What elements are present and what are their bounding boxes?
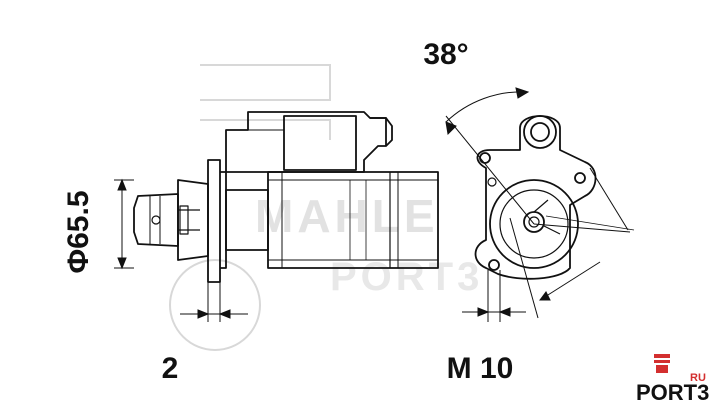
front-view [474, 115, 597, 280]
front-flange-outline [474, 115, 597, 280]
watermark-port3: PORT3 [330, 255, 483, 299]
piston-icon [654, 354, 670, 373]
diameter-label: Φ65.5 [62, 190, 95, 273]
pinion-gear [133, 193, 200, 247]
teeth-label: 2 [162, 352, 179, 385]
brand-name: PORT3 [636, 380, 709, 405]
side-view [133, 111, 439, 283]
watermark [169, 64, 331, 351]
thread-dimension [462, 270, 526, 322]
brand-tld: RU [690, 372, 706, 384]
angle-label: 38° [423, 38, 468, 71]
angle-dimension [445, 87, 635, 319]
thread-label: M 10 [447, 352, 514, 385]
solenoid [225, 111, 393, 173]
port3-logo: PORT3 RU [636, 354, 709, 405]
diameter-dimension [114, 178, 134, 270]
flange-dimension [180, 282, 248, 322]
watermark-mahle: MAHLE [255, 190, 439, 242]
